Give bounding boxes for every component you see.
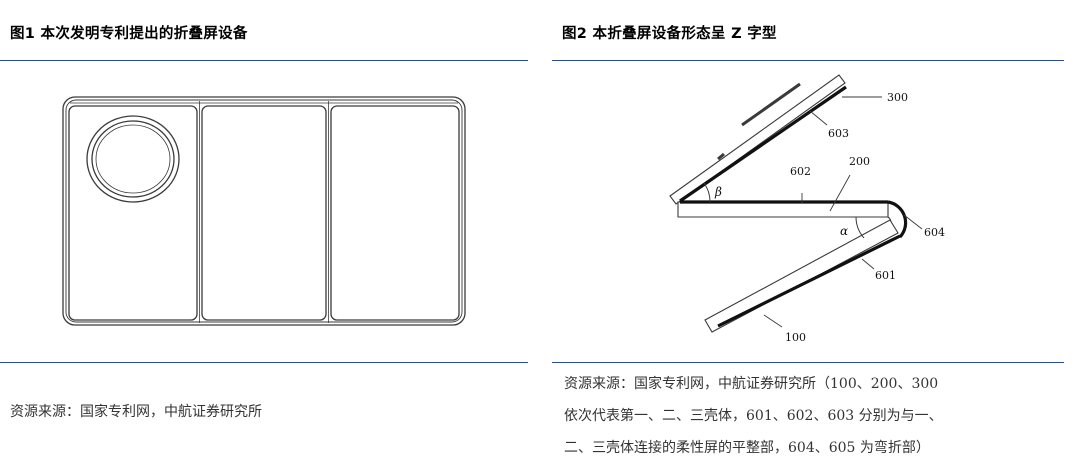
figure-1-bottom-rule — [0, 362, 528, 363]
device-panel-3 — [330, 105, 460, 321]
figure-2-panel: 图2 本折叠屏设备形态呈 Z 字型 — [552, 0, 1064, 466]
figure-1-panel: 图1 本次发明专利提出的折叠屏设备 — [0, 0, 528, 466]
figure-1-title: 图1 本次发明专利提出的折叠屏设备 — [10, 26, 248, 42]
lower-shell-100 — [704, 219, 899, 333]
figure-2-drawing: 300 603 200 602 β α 604 601 100 — [552, 61, 1064, 361]
device-inner-frame — [65, 99, 463, 323]
figure-2-source-line-3: 二、三壳体连接的柔性屏的平整部，604、605 为弯折部） — [564, 440, 930, 456]
flat-screen-601 — [717, 234, 901, 328]
device-panel-2 — [201, 105, 327, 321]
label-603: 603 — [828, 127, 849, 140]
figure-2-source: 资源来源：国家专利网，中航证券研究所（100、200、300 依次代表第一、二、… — [564, 368, 943, 464]
figure-2-source-line-1: 资源来源：国家专利网，中航证券研究所（100、200、300 — [564, 376, 939, 392]
label-300: 300 — [887, 91, 908, 104]
figure-1-drawing — [0, 61, 528, 361]
angle-alpha-arc — [855, 216, 865, 239]
figure-2-source-line-2: 依次代表第一、二、三壳体，601、602、603 分别为与一、 — [564, 408, 943, 424]
label-beta: β — [714, 185, 722, 199]
label-alpha: α — [840, 224, 848, 238]
label-602: 602 — [790, 165, 811, 178]
label-200: 200 — [849, 155, 870, 168]
figure-2-top-rule — [552, 60, 1064, 61]
device-outer-frame — [62, 96, 466, 326]
label-100: 100 — [785, 331, 806, 344]
label-601: 601 — [875, 269, 896, 282]
label-604: 604 — [924, 226, 945, 239]
figure-2-title: 图2 本折叠屏设备形态呈 Z 字型 — [562, 26, 777, 42]
upper-shell-300 — [669, 74, 846, 205]
flat-screen-603 — [679, 85, 847, 203]
z-fold-diagram: 300 603 200 602 β α 604 601 100 — [669, 74, 945, 344]
foldable-device-illustration — [62, 96, 466, 326]
angle-beta-arc — [703, 182, 711, 203]
camera-module-icon — [86, 115, 180, 203]
figure-1-source: 资源来源：国家专利网，中航证券研究所 — [10, 404, 262, 420]
figure-2-bottom-rule — [552, 362, 1064, 363]
middle-shell-200 — [677, 201, 889, 218]
figure-1-top-rule — [0, 60, 528, 61]
device-panel-1 — [68, 105, 198, 321]
